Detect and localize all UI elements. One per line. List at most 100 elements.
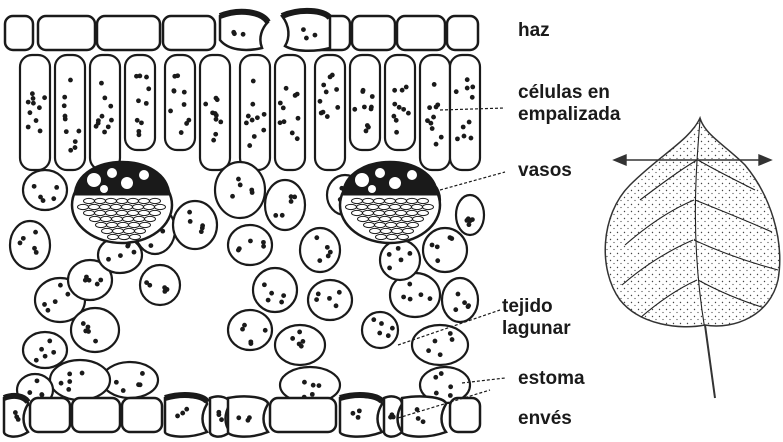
- chloroplast: [316, 291, 321, 296]
- xylem-cell: [413, 216, 424, 221]
- chloroplast: [148, 243, 153, 248]
- chloroplast: [396, 246, 401, 251]
- chloroplast: [125, 244, 130, 249]
- chloroplast: [65, 292, 70, 297]
- xylem-cell: [369, 216, 380, 221]
- chloroplast: [213, 132, 218, 137]
- chloroplast: [241, 32, 246, 37]
- chloroplast: [281, 293, 286, 298]
- chloroplast: [236, 177, 241, 182]
- chloroplast: [394, 118, 399, 123]
- chloroplast: [391, 114, 396, 119]
- palisade-cell: [90, 55, 120, 170]
- chloroplast: [273, 213, 278, 218]
- xylem-cell: [101, 216, 112, 221]
- chloroplast: [76, 129, 81, 134]
- xylem-cell: [418, 210, 429, 215]
- chloroplast: [21, 236, 26, 241]
- xylem-cell: [363, 198, 374, 203]
- chloroplast: [248, 339, 253, 344]
- xylem-cell: [95, 210, 106, 215]
- xylem-cell: [124, 228, 135, 233]
- chloroplast: [262, 282, 267, 287]
- epidermis-cell: [72, 398, 120, 432]
- chloroplast: [438, 352, 443, 357]
- upper-epidermis: [5, 11, 478, 51]
- chloroplast: [289, 194, 294, 199]
- chloroplast: [106, 124, 111, 129]
- chloroplast: [31, 96, 36, 101]
- chloroplast: [248, 239, 253, 244]
- xylem-cell: [111, 204, 122, 209]
- vascular-bundle: [72, 161, 172, 243]
- xylem-vessel: [107, 168, 117, 178]
- chloroplast: [37, 105, 42, 110]
- xylem-cell: [129, 222, 140, 227]
- xylem-cell: [112, 216, 123, 221]
- chloroplast: [59, 381, 64, 386]
- chloroplast: [211, 138, 216, 143]
- chloroplast: [392, 102, 397, 107]
- chloroplast: [261, 128, 266, 133]
- chloroplast: [62, 95, 67, 100]
- chloroplast: [290, 336, 295, 341]
- spongy-cell: [215, 162, 265, 218]
- chloroplast: [16, 417, 21, 422]
- chloroplast: [31, 101, 36, 106]
- chloroplast: [449, 236, 454, 241]
- xylem-cell: [145, 216, 156, 221]
- chloroplast: [54, 185, 59, 190]
- chloroplast: [462, 134, 467, 139]
- xylem-cell: [370, 228, 381, 233]
- chloroplast: [106, 257, 111, 262]
- xylem-cell: [346, 204, 357, 209]
- chloroplast: [250, 102, 255, 107]
- xylem-cell: [106, 198, 117, 203]
- chloroplast: [419, 292, 424, 297]
- chloroplast: [34, 250, 39, 255]
- guard-cell: [282, 11, 330, 51]
- chloroplast: [168, 109, 173, 114]
- xylem-cell: [363, 210, 374, 215]
- label-estoma: estoma: [518, 368, 585, 390]
- chloroplast: [465, 86, 470, 91]
- chloroplast: [328, 250, 333, 255]
- chloroplast: [244, 121, 249, 126]
- xylem-cell: [381, 228, 392, 233]
- palisade-cell: [450, 55, 480, 170]
- chloroplast: [230, 194, 235, 199]
- chloroplast: [351, 411, 356, 416]
- chloroplast: [466, 303, 471, 308]
- chloroplast: [470, 95, 475, 100]
- chloroplast: [250, 190, 255, 195]
- chloroplast: [255, 115, 260, 120]
- chloroplast: [63, 114, 68, 119]
- xylem-cell: [387, 234, 398, 239]
- label-vasos: vasos: [518, 160, 572, 182]
- chloroplast: [466, 216, 471, 221]
- xylem-cell: [375, 222, 386, 227]
- chloroplast: [95, 282, 100, 287]
- chloroplast: [416, 416, 421, 421]
- xylem-cell: [102, 228, 113, 233]
- chloroplast: [80, 371, 85, 376]
- chloroplast: [114, 380, 119, 385]
- palisade-cell: [385, 55, 415, 150]
- chloroplast: [39, 347, 44, 352]
- chloroplast: [317, 383, 322, 388]
- chloroplast: [439, 135, 444, 140]
- spongy-cell: [253, 268, 297, 312]
- xylem-cell: [89, 204, 100, 209]
- spongy-cell: [50, 360, 110, 400]
- chloroplast: [289, 199, 294, 204]
- chloroplast: [73, 145, 78, 150]
- chloroplast: [96, 118, 101, 123]
- chloroplast: [261, 240, 266, 245]
- chloroplast: [18, 241, 23, 246]
- chloroplast: [397, 105, 402, 110]
- xylem-cell: [107, 222, 118, 227]
- xylem-vessel: [355, 173, 369, 187]
- xylem-vessel: [368, 185, 376, 193]
- xylem-cell: [368, 204, 379, 209]
- chloroplast: [279, 300, 284, 305]
